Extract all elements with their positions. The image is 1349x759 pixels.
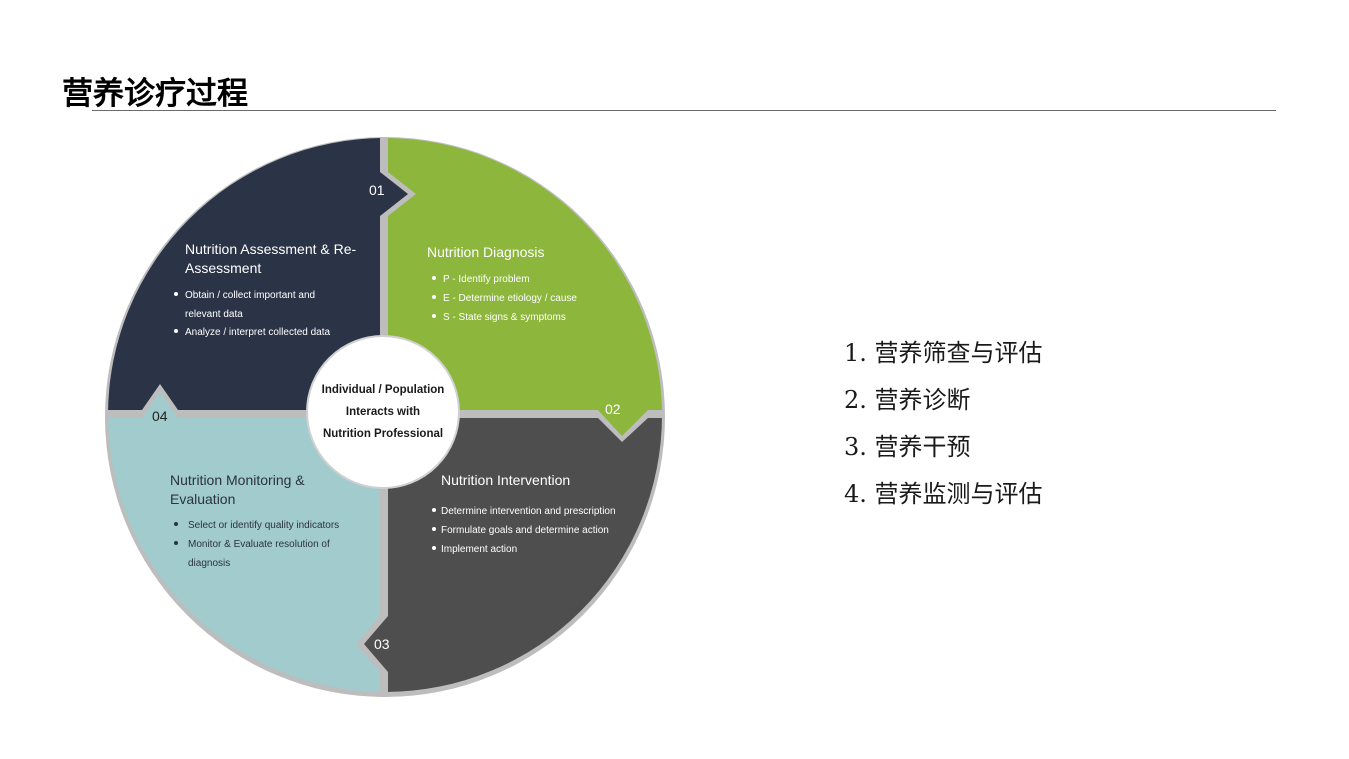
- monitoring-bullet-2-line-1: Monitor & Evaluate resolution of: [188, 539, 330, 550]
- bullet-dot: [174, 522, 178, 526]
- step-number-02: 02: [605, 401, 621, 417]
- assessment-bullet-1-line-2: relevant data: [185, 309, 243, 320]
- bullet-dot: [432, 546, 436, 550]
- bullet-dot: [432, 295, 436, 299]
- bullet-dot: [432, 314, 436, 318]
- page-title: 营养诊疗过程: [62, 76, 248, 112]
- center-circle: [306, 335, 460, 489]
- diagnosis-title: Nutrition Diagnosis: [427, 244, 545, 260]
- diagnosis-bullet-3: S - State signs & symptoms: [443, 312, 566, 323]
- center-text-line-3: Nutrition Professional: [323, 428, 443, 440]
- center-text-line-1: Individual / Population: [322, 384, 445, 396]
- step-number-01: 01: [369, 182, 385, 198]
- assessment-title-line-2: Assessment: [185, 260, 261, 276]
- step-number-03: 03: [374, 636, 390, 652]
- intervention-bullet-3: Implement action: [441, 544, 517, 555]
- assessment-bullet-1-line-1: Obtain / collect important and: [185, 290, 315, 301]
- assessment-title-line-1: Nutrition Assessment & Re-: [185, 241, 357, 257]
- intervention-bullet-2: Formulate goals and determine action: [441, 525, 609, 536]
- bullet-dot: [174, 292, 178, 296]
- diagnosis-bullet-2: E - Determine etiology / cause: [443, 293, 577, 304]
- process-step-list: 1. 营养筛查与评估 2. 营养诊断 3. 营养干预 4. 营养监测与评估: [844, 330, 1043, 518]
- bullet-dot: [432, 508, 436, 512]
- process-step-item: 3. 营养干预: [844, 433, 971, 461]
- monitoring-bullet-2-line-2: diagnosis: [188, 558, 230, 569]
- bullet-dot: [174, 541, 178, 545]
- monitoring-bullet-1: Select or identify quality indicators: [188, 520, 339, 531]
- bullet-dot: [432, 276, 436, 280]
- bullet-dot: [432, 527, 436, 531]
- center-text-line-2: Interacts with: [346, 406, 420, 418]
- process-step-item: 4. 营养监测与评估: [844, 480, 1043, 508]
- diagnosis-bullet-1: P - Identify problem: [443, 274, 530, 285]
- title-underline: [92, 110, 1276, 111]
- intervention-bullet-1: Determine intervention and prescription: [441, 506, 616, 517]
- nutrition-care-cycle-diagram: Individual / Population Interacts with N…: [105, 137, 665, 697]
- intervention-title: Nutrition Intervention: [441, 472, 570, 488]
- process-step-item: 2. 营养诊断: [844, 386, 971, 414]
- monitoring-title-line-1: Nutrition Monitoring &: [170, 472, 305, 488]
- process-step-item: 1. 营养筛查与评估: [844, 339, 1043, 367]
- step-number-04: 04: [152, 408, 168, 424]
- assessment-bullet-2: Analyze / interpret collected data: [185, 327, 331, 338]
- bullet-dot: [174, 329, 178, 333]
- monitoring-title-line-2: Evaluation: [170, 491, 235, 507]
